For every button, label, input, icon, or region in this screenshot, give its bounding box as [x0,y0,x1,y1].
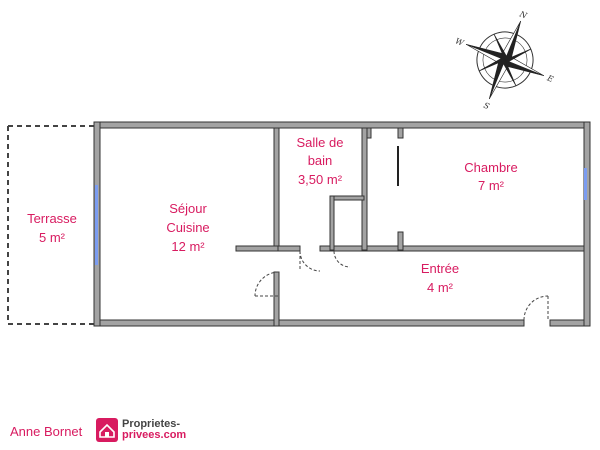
compass-rose-icon: N E S W [454,9,555,112]
compass-east-label: E [545,73,555,84]
room-area-sdb: 3,50 m² [298,172,343,187]
terrace-outline [7,125,94,325]
room-name-sdb-line2: bain [308,153,333,168]
interior-walls [235,127,585,327]
room-area-terrasse: 5 m² [39,230,66,245]
windows [95,146,587,265]
room-area-entree: 4 m² [427,280,454,295]
room-name-sejour-line2: Cuisine [166,220,209,235]
compass-west-label: W [454,36,466,48]
room-name-sdb-line1: Salle de [297,135,344,150]
compass-south-label: S [482,101,491,112]
room-name-chambre: Chambre [464,160,517,175]
room-name-sejour-line1: Séjour [169,201,207,216]
agent-name: Anne Bornet [10,424,83,439]
room-name-terrasse: Terrasse [27,211,77,226]
brand-logo: Proprietes- privees.com [96,418,186,442]
door-swings [254,250,549,321]
room-area-chambre: 7 m² [478,178,505,193]
room-area-sejour: 12 m² [171,239,205,254]
brand-house-icon [96,418,118,442]
brand-text: Proprietes- privees.com [122,419,186,441]
compass-north-label: N [517,9,529,21]
brand-text-line2: privees.com [122,429,187,441]
room-name-entree: Entrée [421,261,459,276]
brand-text-line1: Proprietes- [122,418,181,430]
